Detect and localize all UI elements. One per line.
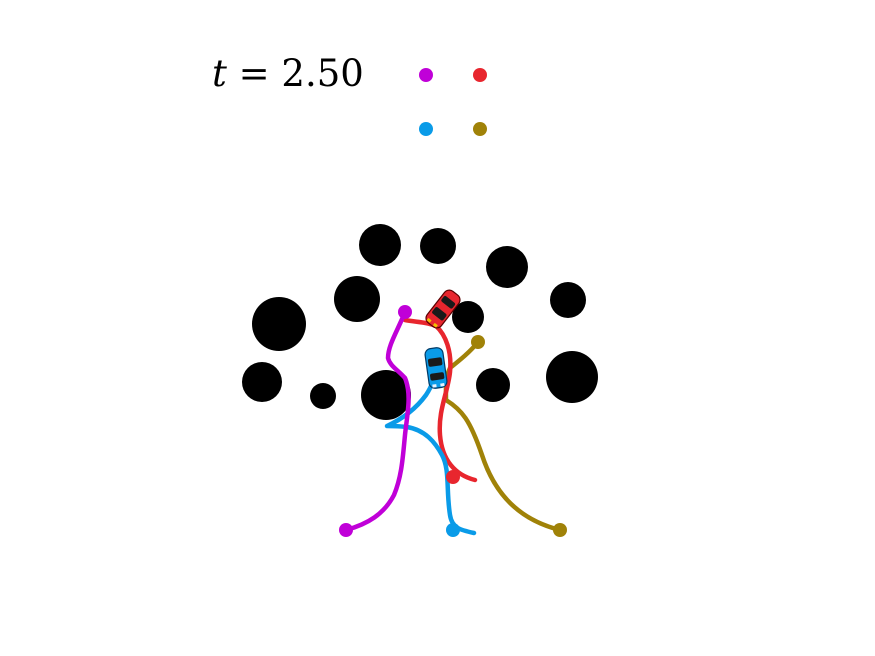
blue-car-icon — [424, 347, 448, 389]
obstacle — [486, 246, 528, 288]
obstacle — [550, 282, 586, 318]
obstacle — [242, 362, 282, 402]
obstacle — [420, 228, 456, 264]
obstacle — [334, 276, 380, 322]
magenta-agent-dot — [398, 305, 412, 319]
agent-dots — [339, 305, 567, 537]
red-car-icon — [425, 289, 461, 329]
magenta-trajectory — [343, 309, 411, 533]
trajectories — [343, 309, 563, 536]
obstacle — [476, 368, 510, 402]
olive-trajectory — [443, 339, 563, 533]
obstacle — [452, 301, 484, 333]
magenta-start-dot — [339, 523, 353, 537]
time-value: = 2.50 — [227, 52, 364, 95]
obstacles — [242, 224, 598, 420]
obstacle — [361, 370, 411, 420]
blue-start-dot — [446, 523, 460, 537]
obstacle — [252, 297, 306, 351]
olive-agent-dot — [471, 335, 485, 349]
time-label: t = 2.50 — [212, 52, 364, 95]
legend-olive-dot — [473, 122, 487, 136]
obstacle — [546, 351, 598, 403]
red-start-dot — [446, 470, 460, 484]
legend — [419, 68, 487, 136]
obstacle — [359, 224, 401, 266]
obstacle — [310, 383, 336, 409]
legend-red-dot — [473, 68, 487, 82]
time-variable: t — [212, 52, 227, 95]
legend-magenta-dot — [419, 68, 433, 82]
olive-start-dot — [553, 523, 567, 537]
legend-blue-dot — [419, 122, 433, 136]
